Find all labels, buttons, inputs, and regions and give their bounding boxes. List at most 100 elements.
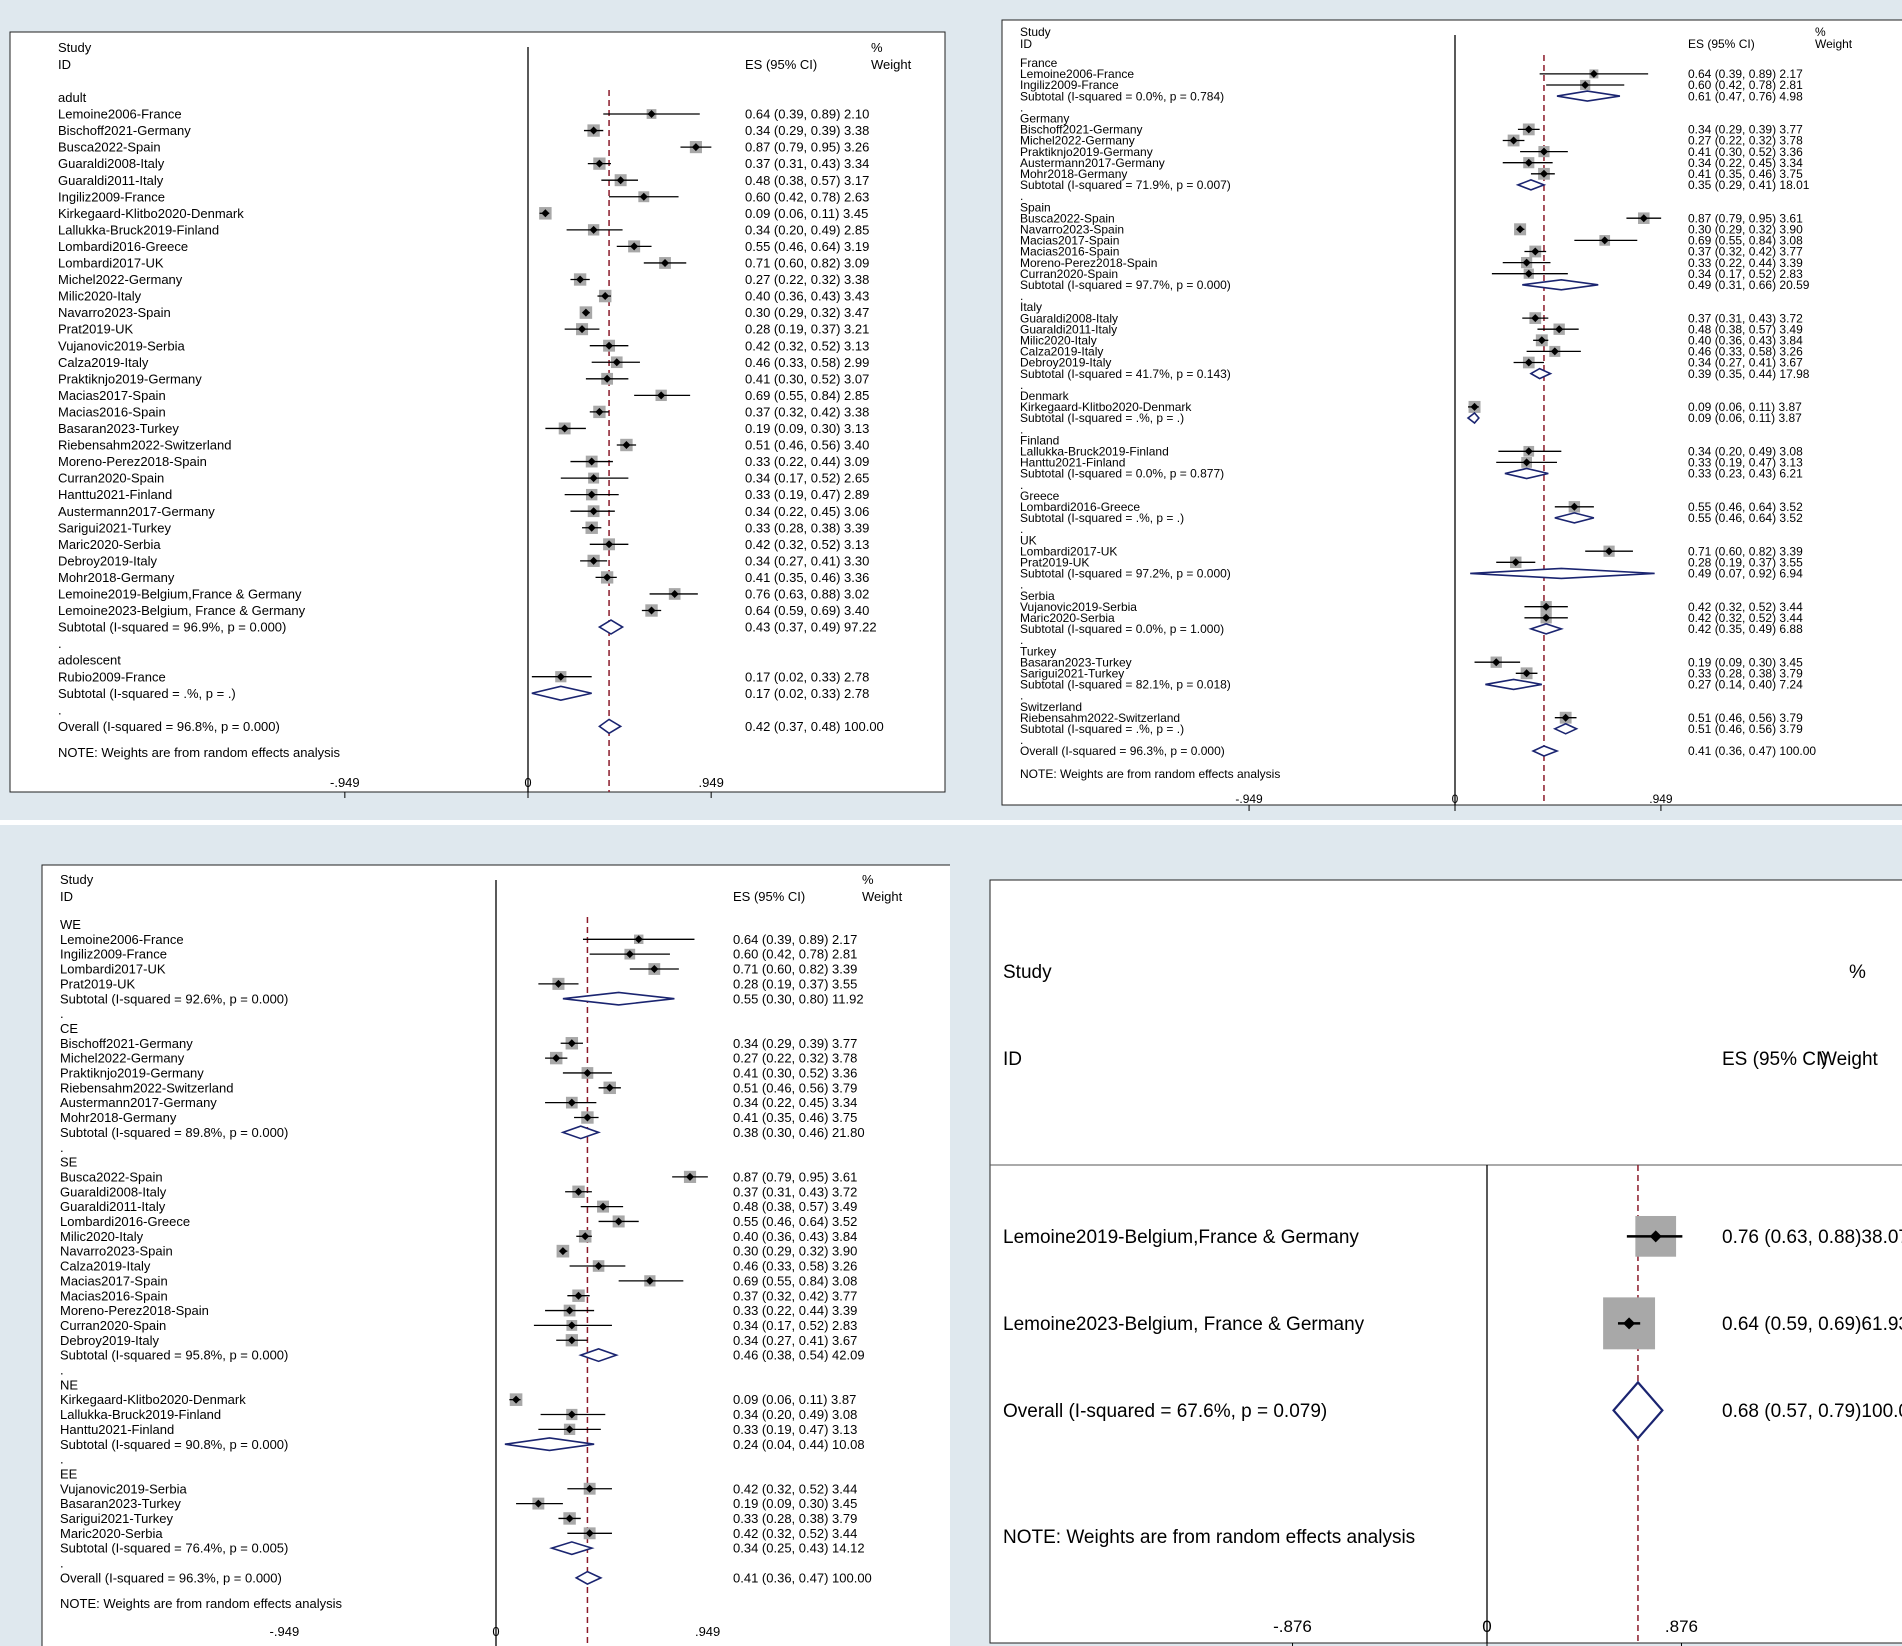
point-estimate [1524,447,1533,456]
point-estimate [614,1217,623,1226]
study-es-text: 0.27 (0.22, 0.32) 3.38 [745,272,869,287]
point-estimate [625,950,634,959]
study-es-text: 0.48 (0.38, 0.57) 3.49 [1688,322,1803,336]
study-es-text: 0.30 (0.29, 0.32) 3.90 [1688,223,1803,237]
x-tick-label: -.949 [1235,792,1263,806]
study-es-text: 0.34 (0.22, 0.45) 3.34 [1688,156,1803,170]
point-estimate [567,1336,576,1345]
study-label: Prat2019-UK [1020,556,1089,570]
point-estimate [581,1232,590,1241]
study-label: Michel2022-Germany [1020,134,1135,148]
point-estimate [1649,1230,1662,1243]
spacer-dot: . [60,1452,64,1467]
study-es-text: 0.33 (0.28, 0.38) 3.39 [745,520,869,535]
study-label: Praktiknjo2019-Germany [60,1066,204,1081]
overall-diamond [598,718,623,735]
study-label: Debroy2019-Italy [58,553,157,568]
spacer-dot: . [58,702,62,717]
subtotal-es-text: 0.49 (0.31, 0.66) 20.59 [1688,278,1810,292]
x-tick-label: -.949 [270,1624,300,1639]
study-label: Lallukka-Bruck2019-Finland [58,222,219,237]
subtotal-diamond [504,1437,595,1452]
study-es-text: 0.69 (0.55, 0.84) 2.85 [745,388,869,403]
study-label: Maric2020-Serbia [60,1526,163,1541]
point-estimate [1605,547,1614,556]
study-label: Sarigui2021-Turkey [60,1511,173,1526]
point-estimate [565,1425,574,1434]
study-label: Lemoine2006-France [58,107,182,122]
study-es-text: 0.64 (0.59, 0.69)61.93 [1722,1314,1902,1335]
subtotal-es-text: 0.39 (0.35, 0.44) 17.98 [1688,367,1810,381]
point-estimate [630,242,639,251]
point-estimate [1531,247,1540,256]
study-es-text: 0.17 (0.02, 0.33) 2.78 [745,669,869,684]
study-label: Ingiliz2009-France [60,947,167,962]
point-estimate [1537,336,1546,345]
point-estimate [587,457,596,466]
spacer-dot: . [60,1363,64,1378]
study-es-text: 0.42 (0.32, 0.52) 3.44 [1688,611,1803,625]
study-label: Austermann2017-Germany [58,504,215,519]
point-estimate [1509,136,1518,145]
spacer-dot: . [60,1006,64,1021]
point-estimate [589,556,598,565]
study-es-text: 0.34 (0.29, 0.39) 3.38 [745,123,869,138]
study-es-text: 0.40 (0.36, 0.43) 3.84 [733,1229,857,1244]
subtotal-diamond [1504,467,1549,480]
study-label: Kirkegaard-Klitbo2020-Denmark [60,1392,246,1407]
point-estimate [1531,314,1540,323]
group-label: Italy [1020,300,1042,314]
footnote: NOTE: Weights are from random effects an… [1020,767,1280,781]
study-es-text: 0.42 (0.32, 0.52) 3.13 [745,338,869,353]
subtotal-label: Subtotal (I-squared = 76.4%, p = 0.005) [60,1541,288,1556]
subtotal-es-text: 0.42 (0.35, 0.49) 6.88 [1688,622,1803,636]
spacer-dot: . [58,636,62,651]
subtotal-es-text: 0.33 (0.23, 0.43) 6.21 [1688,467,1803,481]
study-label: Lemoine2019-Belgium,France & Germany [1003,1227,1359,1248]
study-label: Macias2017-Spain [60,1273,168,1288]
subtotal-diamond [1522,278,1599,291]
subtotal-es-text: 0.27 (0.14, 0.40) 7.24 [1688,678,1803,692]
study-label: Curran2020-Spain [60,1318,166,1333]
point-estimate [567,1039,576,1048]
point-estimate [1516,225,1525,234]
study-label: Hanttu2021-Finland [58,487,172,502]
study-es-text: 0.37 (0.32, 0.42) 3.38 [745,404,869,419]
point-estimate [1524,358,1533,367]
subtotal-label: Subtotal (I-squared = 41.7%, p = 0.143) [1020,367,1231,381]
study-label: Guaraldi2011-Italy [1020,322,1117,336]
group-label: Denmark [1020,389,1070,403]
study-label: Navarro2023-Spain [60,1244,173,1259]
study-label: Milic2020-Italy [1020,334,1097,348]
study-es-text: 0.55 (0.46, 0.64) 3.52 [733,1214,857,1229]
spacer-dot: . [1020,522,1023,536]
study-es-text: 0.19 (0.09, 0.30) 3.45 [733,1496,857,1511]
study-es-text: 0.19 (0.09, 0.30) 3.45 [1688,655,1803,669]
study-es-text: 0.55 (0.46, 0.64) 3.19 [745,239,869,254]
subtotal-diamond [1554,512,1595,524]
point-estimate [594,1262,603,1270]
subtotal-es-text: 0.38 (0.30, 0.46) 21.80 [733,1125,865,1140]
header-weight: Weight [1815,37,1853,51]
spacer-dot: . [1020,378,1023,392]
subtotal-es-text: 0.55 (0.46, 0.64) 3.52 [1688,511,1803,525]
study-label: Lallukka-Bruck2019-Finland [60,1407,221,1422]
point-estimate [1542,613,1551,622]
point-estimate [657,391,666,400]
point-estimate [587,523,596,532]
x-tick-label: -.876 [1273,1617,1312,1636]
header-percent: % [1815,25,1826,39]
study-label: Basaran2023-Turkey [58,421,179,436]
subtotal-label: Subtotal (I-squared = 90.8%, p = 0.000) [60,1437,288,1452]
study-label: Prat2019-UK [60,976,135,991]
study-es-text: 0.42 (0.32, 0.52) 3.13 [745,537,869,552]
study-label: Lemoine2019-Belgium,France & Germany [58,587,302,602]
study-label: Lombardi2017-UK [1020,544,1117,558]
study-es-text: 0.41 (0.35, 0.46) 3.75 [1688,167,1803,181]
header-id: ID [58,57,71,72]
study-label: Macias2017-Spain [58,388,166,403]
overall-diamond [1612,1380,1664,1441]
spacer-dot: . [1020,478,1023,492]
x-tick-label: .949 [1649,792,1673,806]
